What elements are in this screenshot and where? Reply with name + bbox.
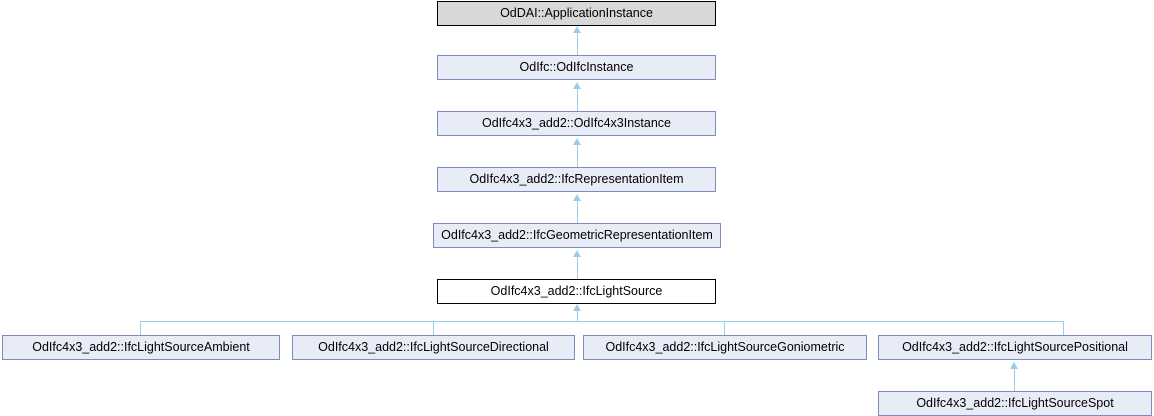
arrowhead-ifclightsourcespot-to-ifclightsourcepositional: [1010, 362, 1018, 369]
edge-ifcgeometricrepresentationitem-to-ifcrepresentationitem: [577, 201, 578, 223]
class-node-odifc4x3-add2-odifc4x3instance[interactable]: OdIfc4x3_add2::OdIfc4x3Instance: [437, 111, 716, 136]
class-node-odifc4x3-add2-ifclightsourcegoniometric[interactable]: OdIfc4x3_add2::IfcLightSourceGoniometric: [583, 335, 867, 360]
class-node-odifc4x3-add2-ifclightsourcepositional[interactable]: OdIfc4x3_add2::IfcLightSourcePositional: [878, 335, 1152, 360]
edge-odifc4x3instance-to-odifcinstance: [577, 89, 578, 111]
class-node-odifc4x3-add2-ifclightsourcespot[interactable]: OdIfc4x3_add2::IfcLightSourceSpot: [878, 391, 1152, 416]
edge-ifclightsourcespot-to-ifclightsourcepositional: [1014, 369, 1015, 391]
edge-bus-to-ifclightsourceambient: [140, 321, 141, 335]
edge-ifcrepresentationitem-to-odifc4x3instance: [577, 145, 578, 167]
edge-bus-to-ifclightsourcegoniometric: [724, 321, 725, 335]
arrowhead-ifcgeometricrepresentationitem-to-ifcrepresentationitem: [573, 194, 581, 201]
edge-ifclightsource-to-ifcgeometricrepresentationitem: [577, 257, 578, 279]
arrowhead-odifc4x3instance-to-odifcinstance: [573, 82, 581, 89]
arrowhead-odifcinstance-to-applicationinstance: [573, 26, 581, 33]
class-node-oddai-applicationinstance[interactable]: OdDAI::ApplicationInstance: [437, 1, 716, 26]
edge-subclass-bus-stem: [577, 311, 578, 322]
class-node-odifc4x3-add2-ifclightsourceambient[interactable]: OdIfc4x3_add2::IfcLightSourceAmbient: [2, 335, 280, 360]
edge-odifcinstance-to-applicationinstance: [577, 33, 578, 55]
edge-bus-to-ifclightsourcedirectional: [433, 321, 434, 335]
class-node-odifc4x3-add2-ifcrepresentationitem[interactable]: OdIfc4x3_add2::IfcRepresentationItem: [437, 167, 716, 192]
arrowhead-subclass-bus-to-ifclightsource: [573, 304, 581, 311]
class-node-odifc4x3-add2-ifclightsourcedirectional[interactable]: OdIfc4x3_add2::IfcLightSourceDirectional: [292, 335, 575, 360]
arrowhead-ifcrepresentationitem-to-odifc4x3instance: [573, 138, 581, 145]
class-node-odifc4x3-add2-ifcgeometricrepresentationitem[interactable]: OdIfc4x3_add2::IfcGeometricRepresentatio…: [433, 223, 721, 248]
edge-subclass-bus: [140, 321, 1064, 322]
class-node-odifc-odifcinstance[interactable]: OdIfc::OdIfcInstance: [437, 55, 716, 80]
edge-bus-to-ifclightsourcepositional: [1063, 321, 1064, 335]
arrowhead-ifclightsource-to-ifcgeometricrepresentationitem: [573, 250, 581, 257]
class-node-odifc4x3-add2-ifclightsource[interactable]: OdIfc4x3_add2::IfcLightSource: [437, 279, 716, 304]
